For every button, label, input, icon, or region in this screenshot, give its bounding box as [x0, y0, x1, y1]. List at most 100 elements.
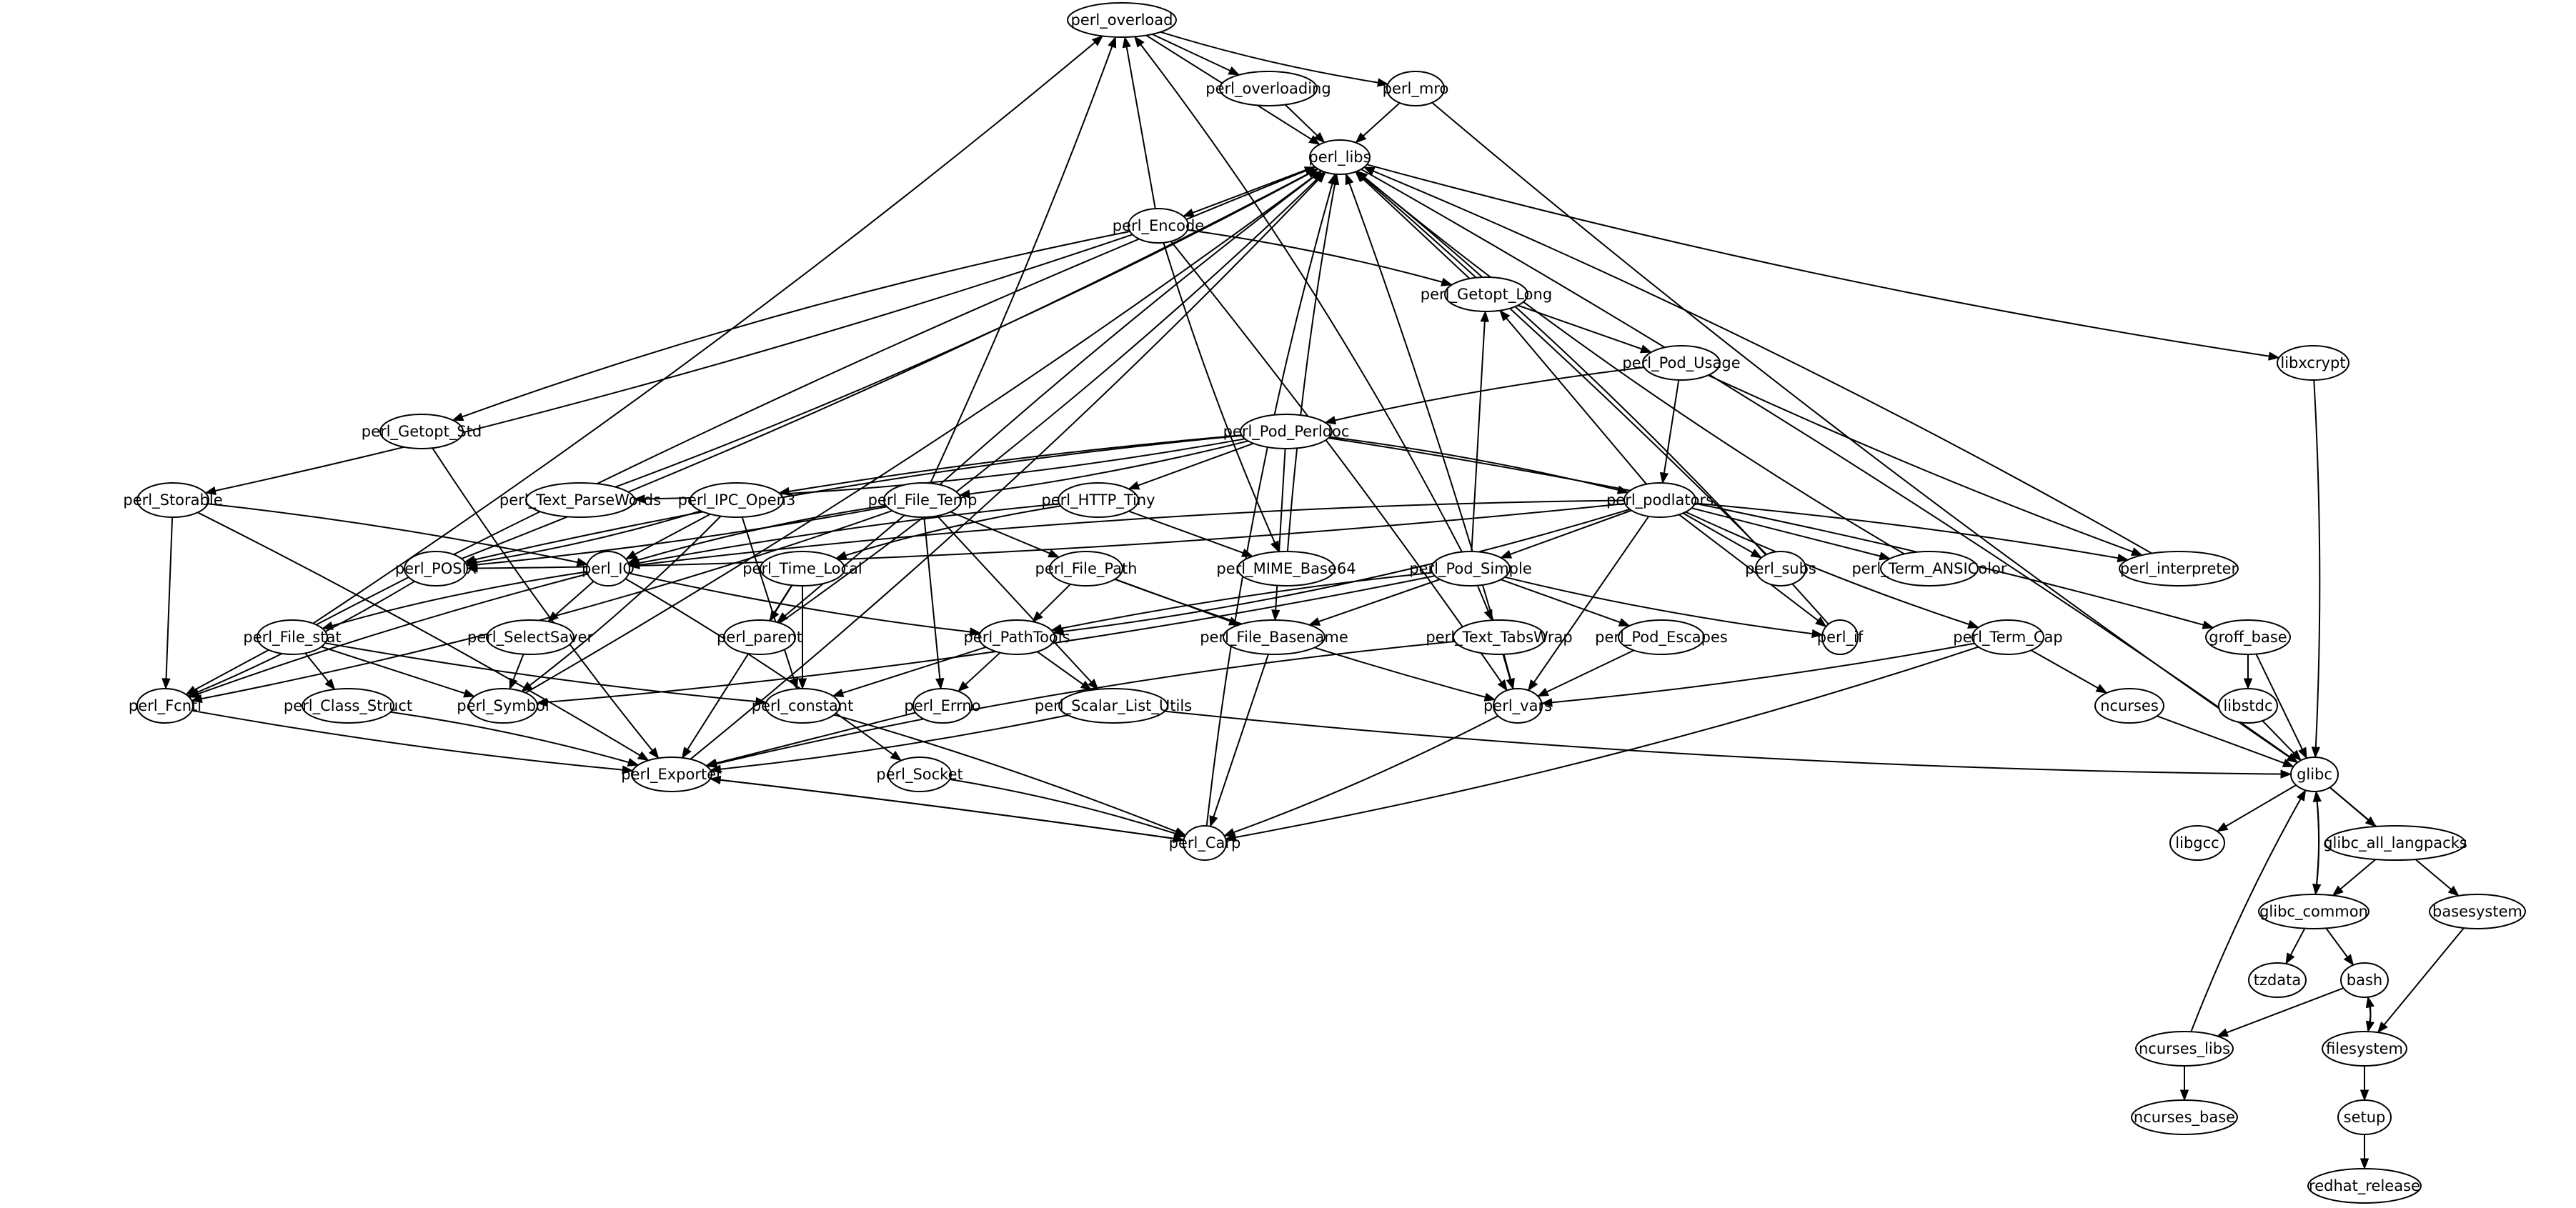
- node-perl_Encode[interactable]: perl_Encode: [1113, 208, 1204, 244]
- node-perl_Fcntl[interactable]: perl_Fcntl: [129, 688, 202, 724]
- arrowhead-icon: [1750, 549, 1763, 559]
- arrowhead-icon: [1308, 617, 1321, 626]
- node-label: perl_File_Basename: [1200, 629, 1348, 647]
- arrowhead-icon: [2216, 822, 2229, 832]
- node-perl_Text_TabsWrap[interactable]: perl_Text_TabsWrap: [1426, 619, 1573, 655]
- edge-perl_libs-to-libxcrypt: [1366, 164, 2280, 361]
- node-perl_IO[interactable]: perl_IO: [582, 551, 635, 586]
- node-perl_Scalar_List_Utils[interactable]: perl_Scalar_List_Utils: [1035, 688, 1192, 724]
- node-glibc[interactable]: glibc: [2290, 757, 2339, 792]
- node-perl_Socket[interactable]: perl_Socket: [876, 757, 963, 792]
- node-perl_constant[interactable]: perl_constant: [752, 688, 854, 724]
- edge-glibc-to-libgcc: [2216, 784, 2297, 832]
- edge-line: [710, 778, 1174, 839]
- node-filesystem[interactable]: filesystem: [2322, 1031, 2407, 1067]
- edge-perl_overload-to-perl_overloading: [1152, 33, 1240, 76]
- node-glibc_all_langpacks[interactable]: glibc_all_langpacks: [2323, 825, 2467, 861]
- node-perl_Term_ANSIColor[interactable]: perl_Term_ANSIColor: [1851, 551, 2007, 586]
- node-ncurses[interactable]: ncurses: [2094, 688, 2164, 724]
- node-bash[interactable]: bash: [2340, 962, 2389, 998]
- edge-line: [1476, 585, 1489, 612]
- node-perl_SelectSaver[interactable]: perl_SelectSaver: [467, 619, 594, 655]
- arrowhead-icon: [204, 486, 217, 496]
- arrowhead-icon: [648, 747, 660, 759]
- node-setup[interactable]: setup: [2337, 1099, 2392, 1135]
- node-perl_PathTools[interactable]: perl_PathTools: [963, 619, 1070, 655]
- arrowhead-icon: [2243, 678, 2253, 690]
- node-perl_overload[interactable]: perl_overload: [1067, 2, 1177, 38]
- node-perl_libs[interactable]: perl_libs: [1308, 139, 1371, 175]
- node-perl_Getopt_Long[interactable]: perl_Getopt_Long: [1421, 276, 1552, 312]
- node-ellipse: [1128, 208, 1189, 244]
- node-perl_subs[interactable]: perl_subs: [1745, 551, 1816, 586]
- node-perl_File_stat[interactable]: perl_File_stat: [243, 619, 342, 655]
- node-perl_Carp[interactable]: perl_Carp: [1169, 825, 1241, 861]
- node-perl_Pod_Usage[interactable]: perl_Pod_Usage: [1622, 345, 1741, 381]
- node-perl_vars[interactable]: perl_vars: [1483, 688, 1552, 724]
- edge-line: [165, 516, 174, 679]
- node-perl_mro[interactable]: perl_mro: [1383, 71, 1449, 106]
- edge-line: [1431, 101, 2290, 758]
- edge-line: [332, 571, 587, 627]
- edge-perl_File_Temp-to-perl_overload: [929, 36, 1117, 484]
- node-ncurses_libs[interactable]: ncurses_libs: [2135, 1031, 2234, 1067]
- edge-perl_Pod_Simple-to-perl_Getopt_Long: [1471, 310, 1490, 552]
- node-label: perl_Pod_Perldoc: [1223, 423, 1350, 441]
- node-perl_POSIX[interactable]: perl_POSIX: [395, 551, 477, 586]
- edge-ncurses_libs-to-glibc: [2190, 789, 2307, 1032]
- node-libxcrypt[interactable]: libxcrypt: [2277, 345, 2349, 381]
- node-perl_if[interactable]: perl_if: [1817, 619, 1864, 655]
- node-ellipse: [2119, 551, 2239, 586]
- node-perl_parent[interactable]: perl_parent: [717, 619, 802, 655]
- edge-perl_File_stat-to-perl_overload: [312, 35, 1104, 624]
- edge-perl_File_Path-to-perl_PathTools: [1032, 583, 1071, 623]
- node-perl_Pod_Perldoc[interactable]: perl_Pod_Perldoc: [1223, 414, 1350, 449]
- node-perl_Time_Local[interactable]: perl_Time_Local: [742, 551, 862, 586]
- arrowhead-icon: [547, 611, 559, 623]
- edge-perl_podlators-to-perl_Term_Cap: [1685, 511, 1980, 629]
- node-perl_File_Temp[interactable]: perl_File_Temp: [868, 482, 978, 518]
- node-ellipse: [525, 482, 635, 518]
- node-libstdc[interactable]: libstdc: [2218, 688, 2278, 724]
- node-perl_Exporter[interactable]: perl_Exporter: [621, 757, 722, 792]
- node-label: perl_vars: [1483, 697, 1552, 715]
- node-perl_Text_ParseWords[interactable]: perl_Text_ParseWords: [499, 482, 661, 518]
- node-perl_Storable[interactable]: perl_Storable: [123, 482, 223, 518]
- node-perl_Errno[interactable]: perl_Errno: [904, 688, 981, 724]
- node-tzdata[interactable]: tzdata: [2248, 962, 2307, 998]
- node-perl_HTTP_Tiny[interactable]: perl_HTTP_Tiny: [1041, 482, 1155, 518]
- node-ncurses_base[interactable]: ncurses_base: [2131, 1099, 2238, 1135]
- node-perl_MIME_Base64[interactable]: perl_MIME_Base64: [1216, 551, 1356, 586]
- edge-line: [2226, 987, 2344, 1034]
- node-perl_interpreter[interactable]: perl_interpreter: [2119, 551, 2239, 586]
- node-perl_Getopt_Std[interactable]: perl_Getopt_Std: [362, 414, 482, 449]
- node-libgcc[interactable]: libgcc: [2169, 825, 2225, 861]
- edge-line: [324, 642, 757, 702]
- edge-glibc_common-to-bash: [2325, 927, 2354, 966]
- node-perl_IPC_Open3[interactable]: perl_IPC_Open3: [678, 482, 796, 518]
- node-perl_File_Path[interactable]: perl_File_Path: [1035, 551, 1138, 586]
- node-perl_File_Basename[interactable]: perl_File_Basename: [1200, 619, 1348, 655]
- arrowhead-icon: [1303, 166, 1316, 175]
- node-redhat_release[interactable]: redhat_release: [2307, 1168, 2422, 1204]
- node-label: perl_overload: [1071, 11, 1173, 29]
- node-label: glibc_common: [2259, 903, 2368, 921]
- node-perl_overloading[interactable]: perl_overloading: [1205, 71, 1331, 106]
- node-perl_Pod_Escapes[interactable]: perl_Pod_Escapes: [1595, 619, 1728, 655]
- arrowhead-icon: [2290, 749, 2302, 762]
- node-perl_Term_Cap[interactable]: perl_Term_Cap: [1953, 619, 2063, 655]
- node-basesystem[interactable]: basesystem: [2429, 894, 2526, 929]
- node-ellipse: [302, 688, 394, 724]
- node-label: perl_Class_Struct: [284, 697, 412, 715]
- node-perl_Class_Struct[interactable]: perl_Class_Struct: [284, 688, 412, 724]
- edges-layer: [161, 31, 2465, 1170]
- node-glibc_common[interactable]: glibc_common: [2258, 894, 2369, 929]
- node-ellipse: [1240, 414, 1333, 449]
- edge-perl_Scalar_List_Utils-to-glibc: [1164, 710, 2292, 779]
- edge-perl_IO-to-perl_SelectSaver: [547, 581, 595, 623]
- edge-line: [1061, 571, 1433, 629]
- node-groff_base[interactable]: groff_base: [2205, 619, 2291, 655]
- node-perl_podlators[interactable]: perl_podlators: [1606, 482, 1714, 518]
- node-perl_Pod_Simple[interactable]: perl_Pod_Simple: [1409, 551, 1532, 586]
- node-perl_Symbol[interactable]: perl_Symbol: [457, 688, 549, 724]
